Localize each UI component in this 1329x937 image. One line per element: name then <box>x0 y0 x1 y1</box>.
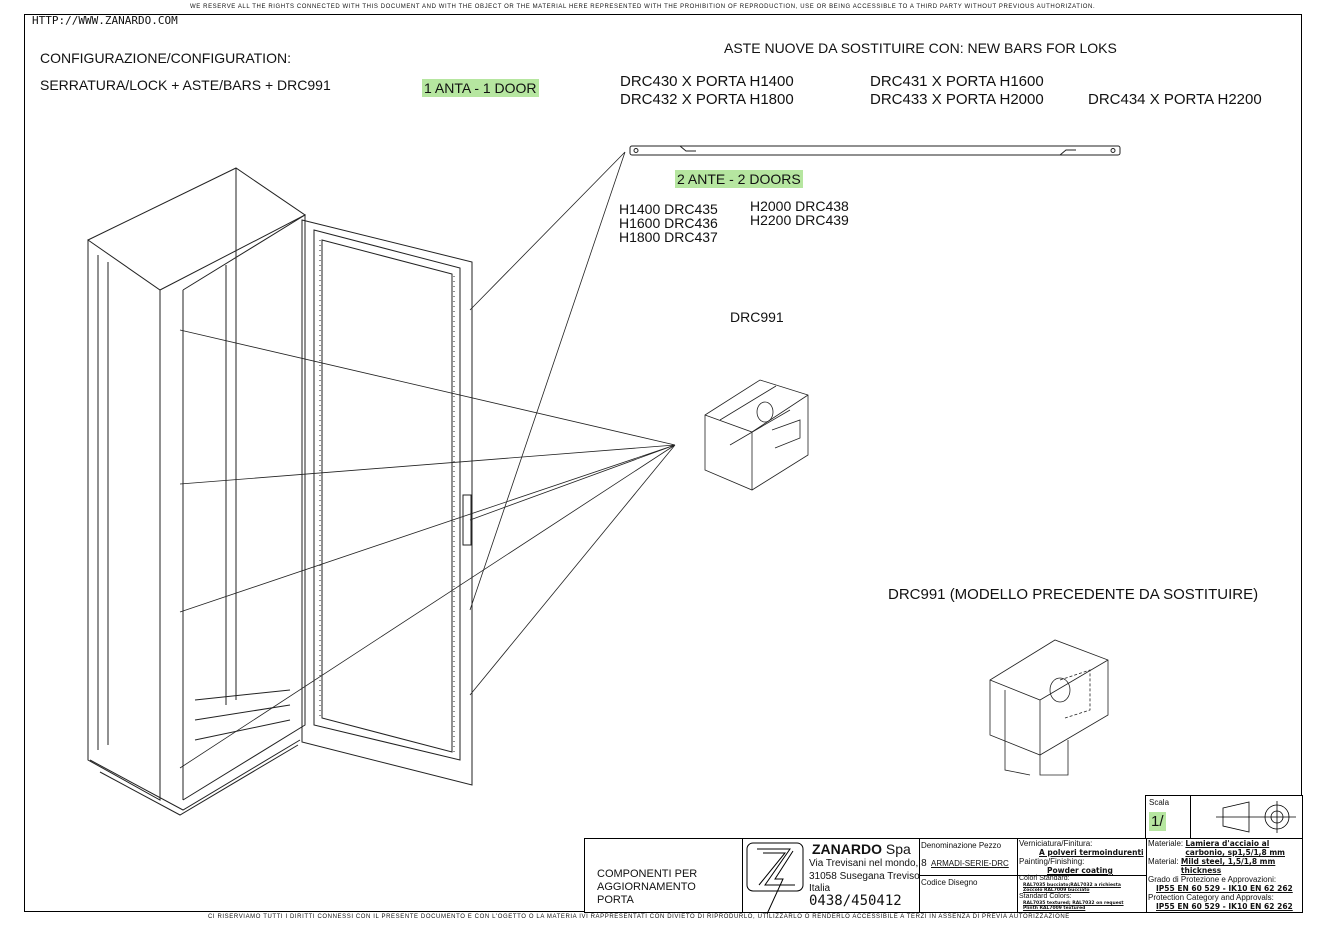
two-doors-item: H2000 DRC438 <box>750 198 849 214</box>
material-label-it: Materiale: <box>1148 839 1184 848</box>
colors-it: RAL7035 bucciato;RAL7032 a richiesta Zoc… <box>1023 883 1121 893</box>
bar-item: DRC434 X PORTA H2200 <box>1088 91 1262 108</box>
part-name-label: Denominazione Pezzo <box>921 841 1002 850</box>
address-line: Via Trevisani nel mondo, 8 <box>809 858 927 869</box>
bar-item: DRC431 X PORTA H1600 <box>870 73 1044 90</box>
rights-notice-it: Ci riserviamo tutti i diritti connessi c… <box>208 914 1070 920</box>
title-block: COMPONENTI PER AGGIORNAMENTO PORTA ZANAR… <box>584 838 1303 914</box>
bars-title: ASTE NUOVE DA SOSTITUIRE CON: NEW BARS F… <box>724 40 1117 56</box>
part-old-label: DRC991 (MODELLO PRECEDENTE DA SOSTITUIRE… <box>888 586 1259 603</box>
protection-label-en: Protection Category and Approvals: <box>1148 893 1274 902</box>
finish-info: Verniciatura/Finitura: A polveri termoin… <box>1019 839 1144 875</box>
colors-en: RAL7035 textured; RAL7032 on request Pli… <box>1023 901 1124 911</box>
projection-symbol-icon <box>1216 801 1296 833</box>
website-url[interactable]: HTTP://WWW.ZANARDO.COM <box>32 14 178 27</box>
colors-info: Colori Standard: RAL7035 bucciato;RAL703… <box>1019 875 1133 911</box>
scale-value: 1/ <box>1149 812 1166 831</box>
bar-item: DRC432 X PORTA H1800 <box>620 91 794 108</box>
company-name: ZANARDO <box>812 841 882 857</box>
scale-label: Scala <box>1149 798 1170 807</box>
door-drawing <box>301 219 473 786</box>
two-doors-col2: H2000 DRC438 H2200 DRC439 <box>750 199 849 227</box>
drc991-new-drawing <box>704 379 809 491</box>
bar-item: DRC433 X PORTA H2000 <box>870 91 1044 108</box>
part-new-label: DRC991 <box>730 309 784 325</box>
material-en: Mild steel, 1,5/1,8 mm thickness <box>1180 857 1276 875</box>
two-doors-label: 2 ANTE - 2 DOORS <box>675 170 803 188</box>
finish-label-en: Painting/Finishing: <box>1019 857 1085 866</box>
part-name: ARMADI-SERIE-DRC <box>931 859 1009 868</box>
drawing-code-label: Codice Disegno <box>921 878 978 887</box>
finish-label-it: Verniciatura/Finitura: <box>1019 839 1093 848</box>
colors-label-en: Standard Colors: <box>1019 893 1072 900</box>
two-doors-col1: H1400 DRC435 H1600 DRC436 H1800 DRC437 <box>619 202 718 244</box>
address-line: 31058 Susegana Treviso <box>809 870 920 882</box>
one-door-label: 1 ANTA - 1 DOOR <box>422 79 539 97</box>
protection-label-it: Grado di Protezione e Approvazioni: <box>1148 875 1277 884</box>
two-doors-item: H1800 DRC437 <box>619 229 718 245</box>
drawing-description: COMPONENTI PER AGGIORNAMENTO PORTA <box>597 868 698 906</box>
cabinet-drawing <box>87 167 306 816</box>
two-doors-item: H1600 DRC436 <box>619 215 718 231</box>
finish-en: Powder coating <box>1047 866 1113 875</box>
leader-lines <box>179 151 676 769</box>
scale-box: Scala 1/ <box>1145 795 1303 839</box>
config-title: CONFIGURAZIONE/CONFIGURATION: <box>40 50 291 66</box>
config-line: SERRATURA/LOCK + ASTE/BARS + DRC991 <box>40 77 331 93</box>
colors-label-it: Colori Standard: <box>1019 875 1070 882</box>
material-it: Lamiera d'acciaio al carbonio, sp1,5/1,8… <box>1185 839 1285 857</box>
address-line: Italia <box>809 883 831 894</box>
company-phone: 0438/450412 <box>809 893 902 909</box>
zanardo-logo <box>746 842 804 914</box>
material-info: Materiale: Lamiera d'acciaio al carbonio… <box>1148 839 1295 911</box>
finish-it: A polveri termoindurenti <box>1039 848 1144 857</box>
bar-item: DRC430 X PORTA H1400 <box>620 73 794 90</box>
protection-it: IP55 EN 60 529 - IK10 EN 62 262 <box>1156 884 1293 893</box>
drc991-old-drawing <box>989 639 1109 776</box>
lock-bar-drawing <box>629 145 1121 156</box>
rights-notice-en: We reserve all the rights connected with… <box>190 4 1096 10</box>
company-suffix: Spa <box>885 841 911 857</box>
two-doors-item: H1400 DRC435 <box>619 201 718 217</box>
material-label-en: Material: <box>1148 857 1179 866</box>
company-address: Via Trevisani nel mondo, 8 31058 Susegan… <box>809 858 927 896</box>
protection-en: IP55 EN 60 529 - IK10 EN 62 262 <box>1156 902 1293 911</box>
two-doors-item: H2200 DRC439 <box>750 212 849 228</box>
